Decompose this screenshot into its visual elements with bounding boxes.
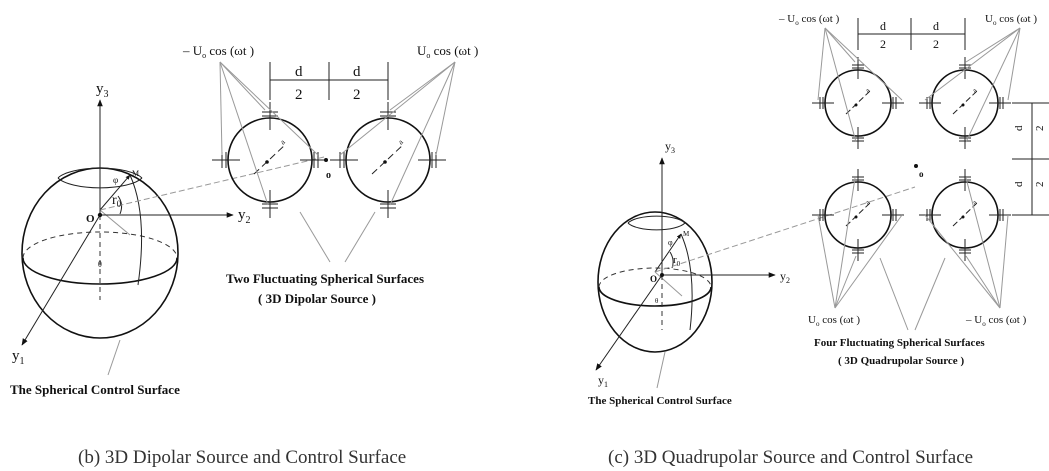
d-den-v1-c: 2 — [1034, 126, 1046, 132]
d-den-v2-c: 2 — [1034, 182, 1046, 188]
source-label-line2-c: ( 3D Quadrupolar Source ) — [838, 355, 964, 367]
d-num-left-b: d — [295, 64, 303, 80]
theta-label-b: θ — [98, 260, 102, 269]
d-num-v1-c: d — [1013, 125, 1025, 131]
fluctuating-sphere-left-b — [211, 101, 329, 219]
fluctuating-sphere-br-c — [918, 168, 1012, 262]
fluctuating-sphere-tl-c — [811, 56, 905, 150]
origin-label-c: O — [650, 274, 657, 284]
axis-y3-label-b: y3 — [96, 81, 109, 100]
radius-label-c: r0 — [673, 254, 681, 268]
d-num-v2-c: d — [1013, 181, 1025, 187]
dimension-vertical-c: d 2 d 2 — [1012, 102, 1049, 216]
d-num-right-b: d — [353, 64, 361, 80]
source-label-line2-b: ( 3D Dipolar Source ) — [258, 291, 376, 306]
origin-label-b: O — [86, 213, 95, 225]
fluctuating-sphere-tr-c — [918, 56, 1012, 150]
source-label-line1-b: Two Fluctuating Spherical Surfaces — [226, 271, 424, 286]
control-sphere-b — [21, 156, 325, 339]
sphere-a-bl-c: a — [864, 198, 872, 206]
d-num-h2-c: d — [933, 19, 939, 33]
axis-y1-b — [21, 214, 101, 346]
d-den-h2-c: 2 — [933, 37, 939, 51]
dimension-horizontal-c: d 2 d 2 — [857, 18, 966, 51]
d-den-h1-c: 2 — [880, 37, 886, 51]
d-den-left-b: 2 — [295, 87, 303, 103]
control-sphere-c — [597, 186, 916, 353]
velocity-label-bl-c: Uo cos (ωt ) — [808, 314, 860, 328]
source-origin-label-b: o — [326, 170, 331, 181]
velocity-leaders-c — [817, 27, 1021, 309]
velocity-label-br-c: – Uo cos (ωt ) — [965, 314, 1027, 328]
source-origin-label-c: o — [919, 169, 924, 179]
axis-y1-label-b: y1 — [12, 348, 25, 367]
caption-c: (c) 3D Quadrupolar Source and Control Su… — [608, 447, 973, 468]
control-surface-label-c: The Spherical Control Surface — [588, 395, 732, 407]
sphere-a-right-b: a — [396, 137, 405, 146]
sphere-a-tl-c: a — [864, 86, 872, 94]
phi-label-c: φ — [668, 238, 673, 247]
velocity-label-tr-c: Uo cos (ωt ) — [985, 13, 1037, 27]
dimension-d-b: d 2 d 2 — [269, 62, 389, 103]
velocity-label-tl-c: – Uo cos (ωt ) — [778, 13, 840, 27]
axis-y2-label-b: y2 — [238, 207, 251, 226]
pos-velocity-leaders-b — [339, 61, 456, 206]
neg-velocity-leaders-b — [219, 61, 319, 206]
source-center-dot-b — [324, 158, 328, 162]
theta-label-c: θ — [655, 297, 659, 305]
neg-velocity-label-b: – Uo cos (ωt ) — [182, 43, 254, 60]
d-den-right-b: 2 — [353, 87, 361, 103]
point-m-label-b: M — [132, 169, 139, 178]
sphere-a-br-c: a — [971, 198, 979, 206]
sphere-a-left-b: a — [278, 137, 287, 146]
phi-label-b: φ — [113, 175, 118, 185]
fluctuating-sphere-bl-c — [811, 168, 905, 262]
panel-b: y3 y2 y1 O r0 M φ θ o a a d 2 d 2 – Uo c… — [10, 43, 478, 468]
axis-y2-label-c: y2 — [780, 269, 790, 285]
pos-velocity-label-b: Uo cos (ωt ) — [417, 43, 478, 60]
source-label-line1-c: Four Fluctuating Spherical Surfaces — [814, 337, 985, 349]
axis-y1-c — [595, 274, 663, 371]
axis-y1-label-c: y1 — [598, 373, 608, 389]
caption-b: (b) 3D Dipolar Source and Control Surfac… — [78, 447, 406, 468]
control-surface-label-b: The Spherical Control Surface — [10, 382, 180, 397]
sphere-a-tr-c: a — [971, 86, 979, 94]
radius-label-b: r0 — [112, 193, 122, 209]
point-m-label-c: M — [683, 230, 690, 238]
d-num-h1-c: d — [880, 19, 886, 33]
source-center-dot-c — [914, 164, 918, 168]
axis-y3-label-c: y3 — [665, 139, 675, 155]
panel-c: y3 y2 y1 O r0 M φ θ a a a a o d 2 d 2 — [588, 13, 1049, 468]
